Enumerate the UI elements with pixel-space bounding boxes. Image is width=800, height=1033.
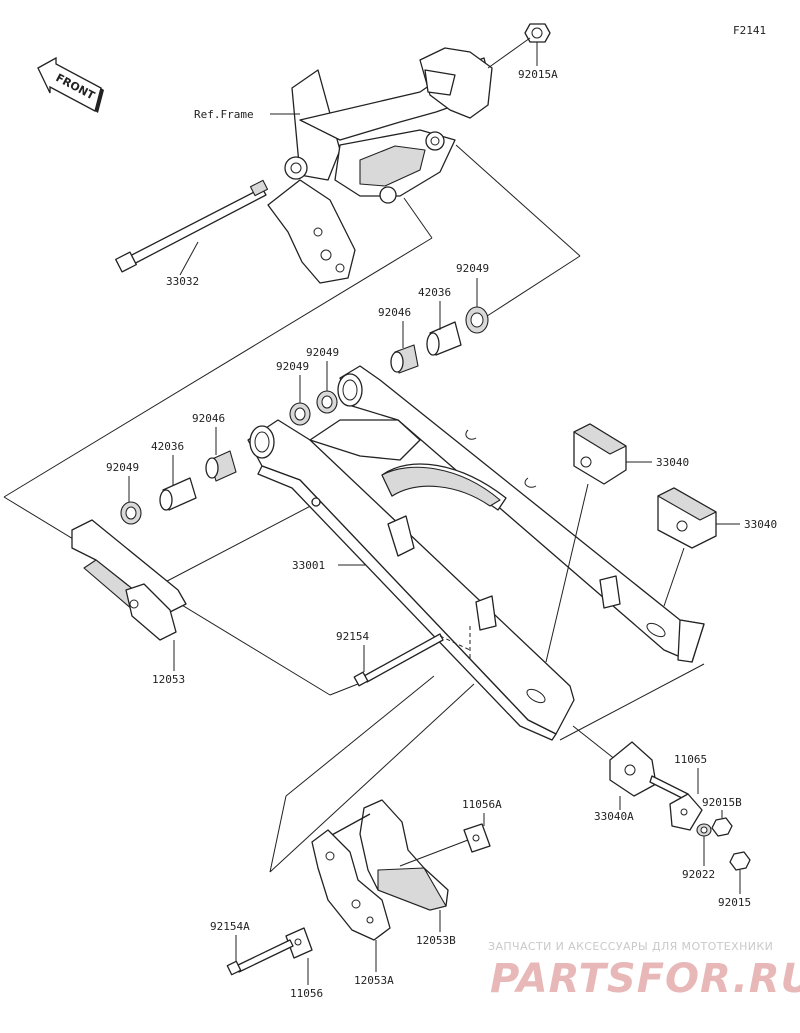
- plate-11056A: [463, 823, 491, 853]
- part-label-42036-top: 42036: [418, 286, 451, 299]
- swingarm: [247, 365, 705, 741]
- part-label-92049-mid2: 92049: [276, 360, 309, 373]
- figure-code: F2141: [733, 24, 766, 37]
- part-label-33040-b: 33040: [744, 518, 777, 531]
- chain-adjuster-block-b: [657, 487, 717, 549]
- part-label-92015B: 92015B: [702, 796, 742, 809]
- bearing-stack-left: [120, 450, 237, 525]
- bolt-92154A: [226, 939, 294, 976]
- part-label-33040A: 33040A: [594, 810, 634, 823]
- chain-guard: [71, 519, 187, 641]
- nut-92015B: [711, 817, 733, 837]
- bolt-92154: [353, 633, 444, 687]
- part-label-92154A: 92154A: [210, 920, 250, 933]
- chain-adjuster-33040A: [609, 741, 689, 801]
- chain-guide-12053A: [311, 829, 391, 941]
- frame-reference: [267, 47, 493, 284]
- nut-92015: [729, 851, 751, 871]
- plate-11065: [669, 793, 703, 831]
- part-label-92046-left: 92046: [192, 412, 225, 425]
- part-label-12053A: 12053A: [354, 974, 394, 987]
- guide-lines-lower: [269, 626, 475, 873]
- part-label-92049-mid1: 92049: [306, 346, 339, 359]
- chain-guide-12053B: [329, 799, 449, 911]
- part-label-92046-top: 92046: [378, 306, 411, 319]
- washer-92022: [696, 823, 712, 837]
- part-label-33040-a: 33040: [656, 456, 689, 469]
- watermark-logo: PARTSFOR.RU: [490, 956, 800, 1002]
- part-label-11056A: 11056A: [462, 798, 502, 811]
- part-label-33001: 33001: [292, 559, 325, 572]
- part-label-92022: 92022: [682, 868, 715, 881]
- part-label-92154: 92154: [336, 630, 369, 643]
- front-arrow-icon: FRONT: [37, 56, 104, 113]
- part-label-12053: 12053: [152, 673, 185, 686]
- part-label-92015: 92015: [718, 896, 751, 909]
- pivot-shaft: [115, 179, 269, 273]
- watermark-tagline: ЗАПЧАСТИ И АКСЕССУАРЫ ДЛЯ МОТОТЕХНИКИ: [488, 940, 773, 953]
- part-label-12053B: 12053B: [416, 934, 456, 947]
- part-label-11065: 11065: [674, 753, 707, 766]
- plate-11056: [285, 927, 313, 959]
- part-label-33032: 33032: [166, 275, 199, 288]
- part-label-42036-left: 42036: [151, 440, 184, 453]
- part-label-11056: 11056: [290, 987, 323, 1000]
- part-label-92015A: 92015A: [518, 68, 558, 81]
- part-label-92049-left: 92049: [106, 461, 139, 474]
- ref-frame-label: Ref.Frame: [194, 108, 254, 121]
- nut-92015A: [524, 23, 551, 43]
- chain-adjuster-block-a: [573, 423, 627, 485]
- bearing-stack-upper: [289, 306, 489, 426]
- part-label-92049-top: 92049: [456, 262, 489, 275]
